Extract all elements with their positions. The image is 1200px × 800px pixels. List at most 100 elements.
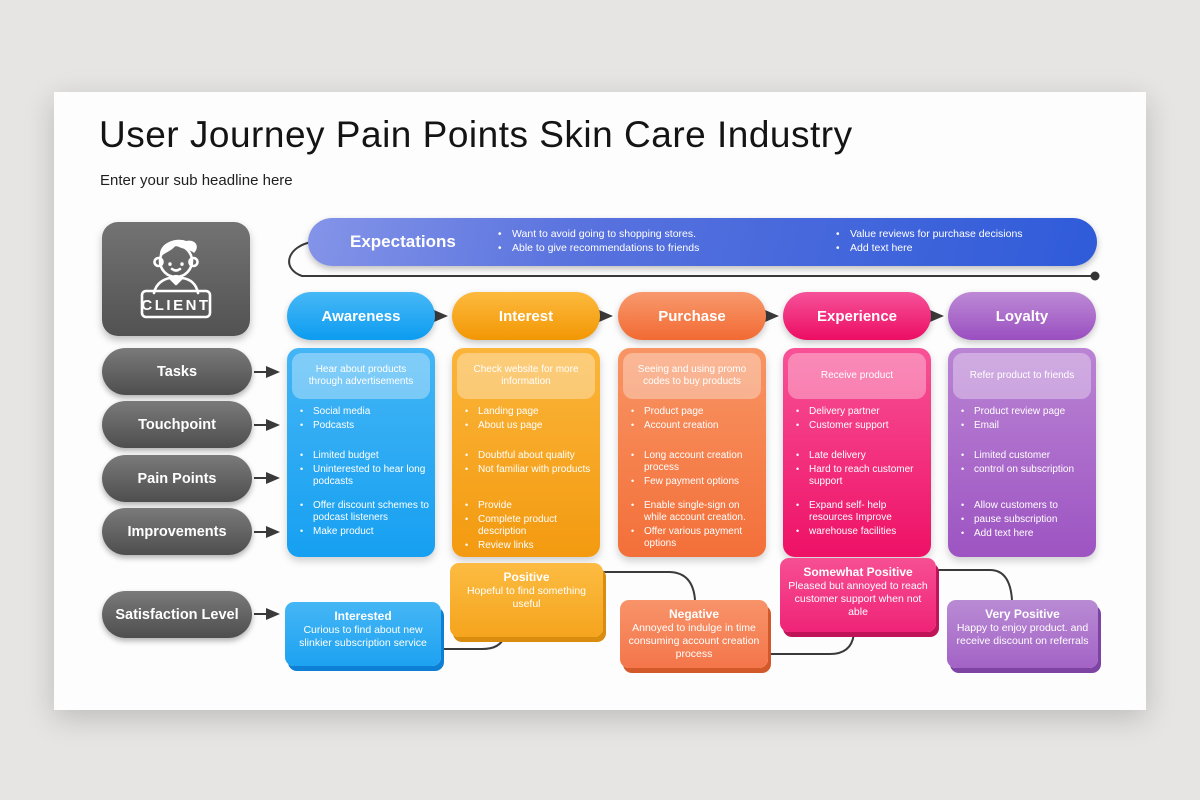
sidebar-label: Improvements bbox=[127, 523, 227, 540]
sidebar-label: Pain Points bbox=[137, 470, 217, 487]
bullet-item: Offer various payment options bbox=[630, 526, 760, 550]
improvement-list: Enable single-sign on while account crea… bbox=[630, 500, 760, 552]
stage-name: Experience bbox=[816, 307, 898, 325]
bullet-item: pause subscription bbox=[960, 514, 1090, 526]
improvement-list: ProvideComplete product descriptionRevie… bbox=[464, 500, 594, 554]
client-badge: CLIENT bbox=[102, 222, 250, 336]
bullet-item: Landing page bbox=[464, 406, 594, 418]
stage-pill-purchase: Purchase bbox=[618, 292, 766, 340]
sidebar-label: Touchpoint bbox=[138, 416, 216, 433]
sidebar-item-tasks: Tasks bbox=[102, 348, 252, 395]
bullet-item: Doubtful about quality bbox=[464, 450, 594, 462]
satisfaction-box-very-positive: Very Positive Happy to enjoy product. an… bbox=[947, 600, 1098, 668]
bullet-item: About us page bbox=[464, 420, 594, 432]
sidebar-item-satisfaction-level: Satisfaction Level bbox=[102, 591, 252, 638]
stage-pill-loyalty: Loyalty bbox=[948, 292, 1096, 340]
satisfaction-desc: Happy to enjoy product. and receive disc… bbox=[956, 622, 1089, 647]
task-box: Check website for more information bbox=[457, 353, 595, 399]
bullet-item: Limited budget bbox=[299, 450, 429, 462]
stage-name: Loyalty bbox=[995, 307, 1049, 325]
stage-name: Awareness bbox=[321, 307, 401, 325]
improvement-list: Allow customers to pause subscriptionAdd … bbox=[960, 500, 1090, 542]
bullet-item: Podcasts bbox=[299, 420, 429, 432]
bullet-item: Add text here bbox=[834, 242, 1023, 256]
satisfaction-desc: Curious to find about new slinkier subsc… bbox=[299, 624, 427, 649]
bullet-item: Hard to reach customer support bbox=[795, 464, 925, 488]
bullet-item: Late delivery bbox=[795, 450, 925, 462]
sidebar-item-pain-points: Pain Points bbox=[102, 455, 252, 502]
bullet-item: Review links bbox=[464, 540, 594, 552]
bullet-item: Able to give recommendations to friends bbox=[496, 242, 834, 256]
bullet-item: warehouse facilities bbox=[795, 526, 925, 538]
expectations-bar: Expectations Want to avoid going to shop… bbox=[308, 218, 1097, 266]
bullet-item: Make product bbox=[299, 526, 429, 538]
pain-point-list: Doubtful about qualityNot familiar with … bbox=[464, 450, 594, 478]
sidebar-label: Tasks bbox=[156, 363, 198, 380]
satisfaction-box-negative: Negative Annoyed to indulge in time cons… bbox=[620, 600, 768, 668]
satisfaction-desc: Pleased but annoyed to reach customer su… bbox=[788, 580, 928, 618]
satisfaction-title: Positive bbox=[503, 570, 550, 584]
touchpoint-list: Product pageAccount creation bbox=[630, 406, 760, 434]
bullet-item: control on subscription bbox=[960, 464, 1090, 476]
stage-pill-experience: Experience bbox=[783, 292, 931, 340]
bullet-item: Value reviews for purchase decisions bbox=[834, 228, 1023, 242]
stage-column-awareness: Hear about products through advertisemen… bbox=[287, 348, 435, 557]
page-subtitle: Enter your sub headline here bbox=[100, 172, 293, 189]
pain-point-list: Limited customer control on subscription bbox=[960, 450, 1090, 478]
bullet-item: Delivery partner bbox=[795, 406, 925, 418]
satisfaction-title: Very Positive bbox=[985, 607, 1060, 621]
stage-column-purchase: Seeing and using promo codes to buy prod… bbox=[618, 348, 766, 557]
svg-text:CLIENT: CLIENT bbox=[141, 297, 210, 314]
improvement-list: Expand self- help resources Improvewareh… bbox=[795, 500, 925, 540]
expectations-bullets-right: Value reviews for purchase decisionsAdd … bbox=[834, 228, 1023, 255]
stage-name: Interest bbox=[498, 307, 554, 325]
task-box: Receive product bbox=[788, 353, 926, 399]
bullet-item: Allow customers to bbox=[960, 500, 1090, 512]
task-box: Refer product to friends bbox=[953, 353, 1091, 399]
bullet-item: Complete product description bbox=[464, 514, 594, 538]
satisfaction-desc: Annoyed to indulge in time consuming acc… bbox=[628, 622, 760, 660]
sidebar-item-touchpoint: Touchpoint bbox=[102, 401, 252, 448]
bullet-item: Provide bbox=[464, 500, 594, 512]
bullet-item: Social media bbox=[299, 406, 429, 418]
bullet-item: Add text here bbox=[960, 528, 1090, 540]
pain-point-list: Long account creation processFew payment… bbox=[630, 450, 760, 490]
sidebar-item-improvements: Improvements bbox=[102, 508, 252, 555]
slide: User Journey Pain Points Skin Care Indus… bbox=[54, 92, 1146, 710]
satisfaction-box-interested: Interested Curious to find about new sli… bbox=[285, 602, 441, 666]
bullet-item: Not familiar with products bbox=[464, 464, 594, 476]
stage-column-interest: Check website for more information Landi… bbox=[452, 348, 600, 557]
bullet-item: Customer support bbox=[795, 420, 925, 432]
bullet-item: Long account creation process bbox=[630, 450, 760, 474]
task-box: Hear about products through advertisemen… bbox=[292, 353, 430, 399]
expectations-label: Expectations bbox=[350, 232, 456, 251]
touchpoint-list: Landing pageAbout us page bbox=[464, 406, 594, 434]
bullet-item: Limited customer bbox=[960, 450, 1090, 462]
stage-pill-awareness: Awareness bbox=[287, 292, 435, 340]
improvement-list: Offer discount schemes to podcast listen… bbox=[299, 500, 429, 540]
bullet-item: Want to avoid going to shopping stores. bbox=[496, 228, 834, 242]
stage-pill-interest: Interest bbox=[452, 292, 600, 340]
bullet-item: Product review page bbox=[960, 406, 1090, 418]
satisfaction-title: Negative bbox=[668, 607, 720, 621]
bullet-item: Account creation bbox=[630, 420, 760, 432]
bullet-item: Uninterested to hear long podcasts bbox=[299, 464, 429, 488]
touchpoint-list: Social mediaPodcasts bbox=[299, 406, 429, 434]
bullet-item: Product page bbox=[630, 406, 760, 418]
satisfaction-desc: Hopeful to find something useful bbox=[466, 585, 587, 610]
touchpoint-list: Delivery partnerCustomer support bbox=[795, 406, 925, 434]
pain-point-list: Late deliveryHard to reach customer supp… bbox=[795, 450, 925, 490]
expectations-bullets-left: Want to avoid going to shopping stores.A… bbox=[496, 228, 834, 255]
satisfaction-box-positive: Positive Hopeful to find something usefu… bbox=[450, 563, 603, 637]
touchpoint-list: Product review pageEmail bbox=[960, 406, 1090, 434]
bullet-item: Email bbox=[960, 420, 1090, 432]
stage-name: Purchase bbox=[658, 307, 726, 325]
sidebar-label: Satisfaction Level bbox=[115, 606, 239, 623]
bullet-item: Enable single-sign on while account crea… bbox=[630, 500, 760, 524]
stage-column-experience: Receive product Delivery partnerCustomer… bbox=[783, 348, 931, 557]
bullet-item: Offer discount schemes to podcast listen… bbox=[299, 500, 429, 524]
satisfaction-title: Somewhat Positive bbox=[803, 565, 913, 579]
client-person-icon: CLIENT bbox=[140, 239, 212, 319]
satisfaction-box-somewhat-positive: Somewhat Positive Pleased but annoyed to… bbox=[780, 558, 936, 632]
bullet-item: Few payment options bbox=[630, 476, 760, 488]
